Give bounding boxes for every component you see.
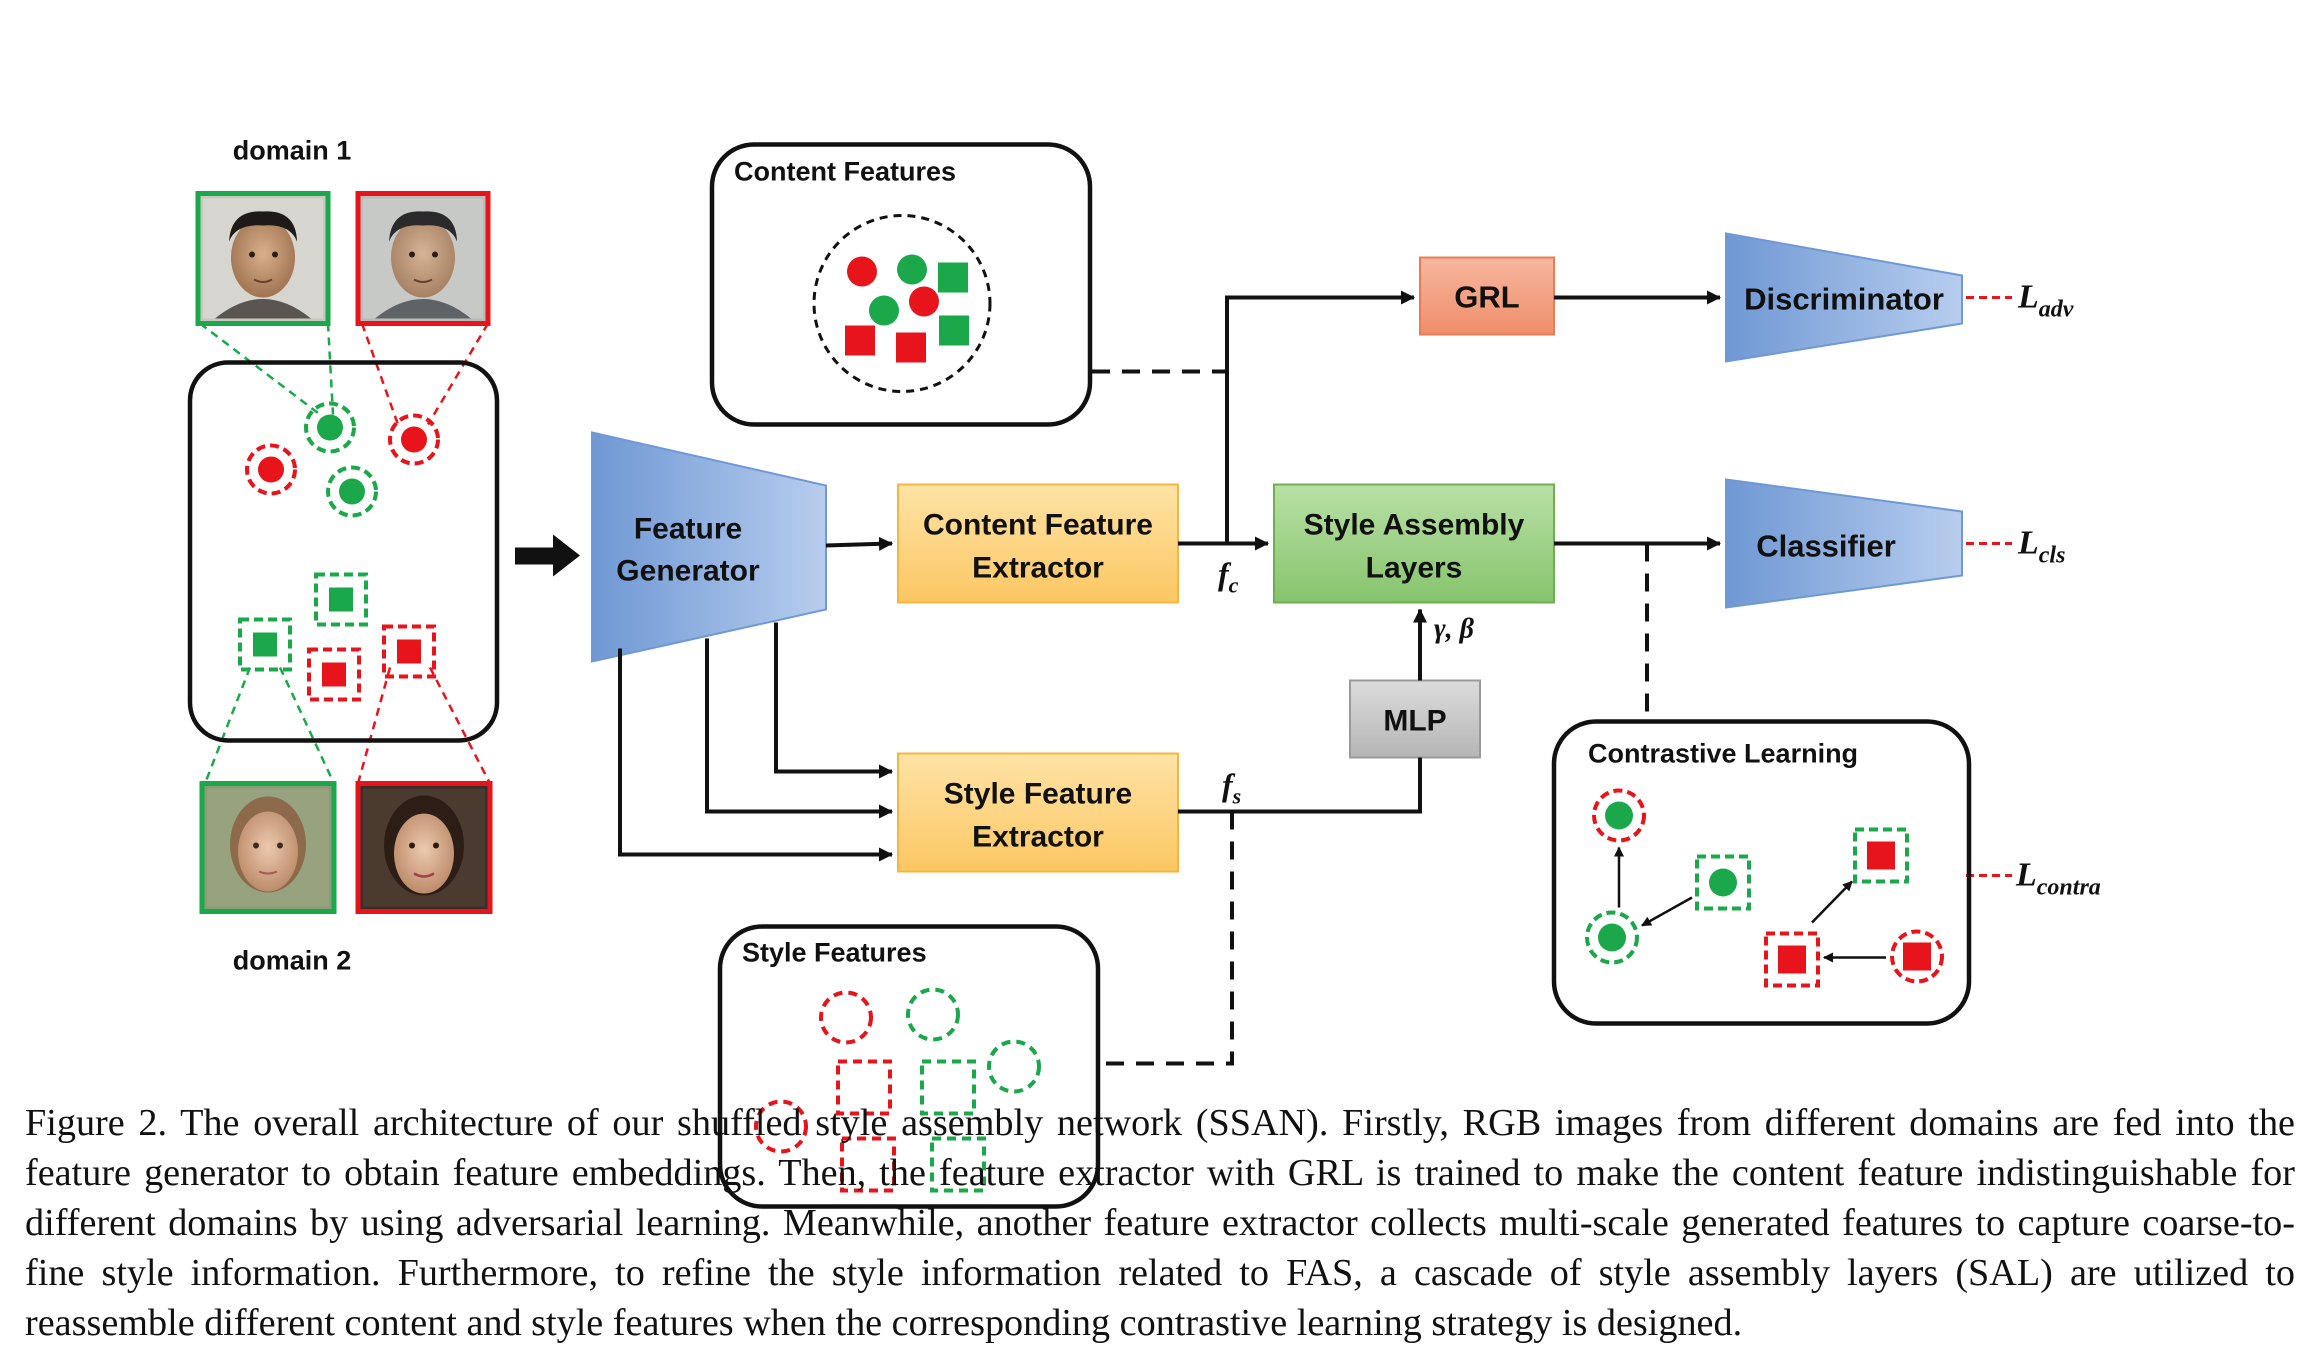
contrastive-learning-box <box>1551 719 1972 1026</box>
feature-generator-label-1: Feature <box>634 513 742 546</box>
loss-contra: Lcontra <box>2015 857 2101 901</box>
face-image-domain2-live <box>199 781 337 914</box>
contrastive-arrows <box>1614 846 1886 963</box>
mlp-label: MLP <box>1383 705 1446 738</box>
content-extractor-label-2: Extractor <box>972 552 1104 585</box>
contrastive-markers <box>1585 788 1944 988</box>
figure-caption: Figure 2. The overall architecture of ou… <box>25 1102 2295 1344</box>
style-feature-markers <box>754 987 1041 1193</box>
content-features-title: Content Features <box>734 157 956 187</box>
feature-dashed-links <box>1092 369 1649 1066</box>
input-arrow <box>515 534 580 577</box>
discriminator-block <box>1725 232 1963 363</box>
face-image-domain1-live <box>195 191 331 326</box>
loss-adv: Ladv <box>2017 279 2074 323</box>
face-image-domain1-spoof <box>355 191 491 326</box>
grl-block <box>1419 256 1555 336</box>
face-leader-lines <box>199 322 492 785</box>
mlp-block <box>1349 679 1481 759</box>
contrastive-learning-title: Contrastive Learning <box>1588 739 1858 769</box>
sal-label-2: Layers <box>1366 552 1463 585</box>
grl-label: GRL <box>1454 280 1519 315</box>
style-extractor-label-1: Style Feature <box>944 778 1132 811</box>
input-samples-box <box>187 360 500 743</box>
style-feature-extractor-block <box>897 752 1179 873</box>
content-feature-markers <box>845 254 969 363</box>
face-image-domain2-spoof <box>355 781 493 914</box>
classifier-block <box>1725 478 1963 609</box>
discriminator-label: Discriminator <box>1744 282 1944 317</box>
sal-label-1: Style Assembly <box>1304 509 1525 542</box>
content-features-box <box>709 142 1093 427</box>
gamma-beta-symbol: γ, β <box>1434 614 1475 645</box>
style-features-title: Style Features <box>742 938 927 968</box>
generator-connections <box>618 536 893 862</box>
fs-symbol: fs <box>1222 767 1241 809</box>
input-sample-markers <box>238 401 440 702</box>
feature-generator-label-2: Generator <box>616 555 760 588</box>
main-flow-connections <box>1178 290 1721 814</box>
classifier-label: Classifier <box>1756 529 1896 564</box>
feature-generator-block <box>591 431 827 663</box>
content-feature-extractor-block <box>897 483 1179 604</box>
domain2-label: domain 2 <box>233 946 352 976</box>
loss-links <box>1966 296 2012 877</box>
style-assembly-layers-block <box>1273 483 1555 604</box>
style-extractor-label-2: Extractor <box>972 821 1104 854</box>
style-features-box <box>717 924 1101 1209</box>
fc-symbol: fc <box>1218 556 1239 598</box>
domain1-label: domain 1 <box>233 136 352 166</box>
loss-cls: Lcls <box>2017 525 2065 569</box>
content-extractor-label-1: Content Feature <box>923 509 1153 542</box>
